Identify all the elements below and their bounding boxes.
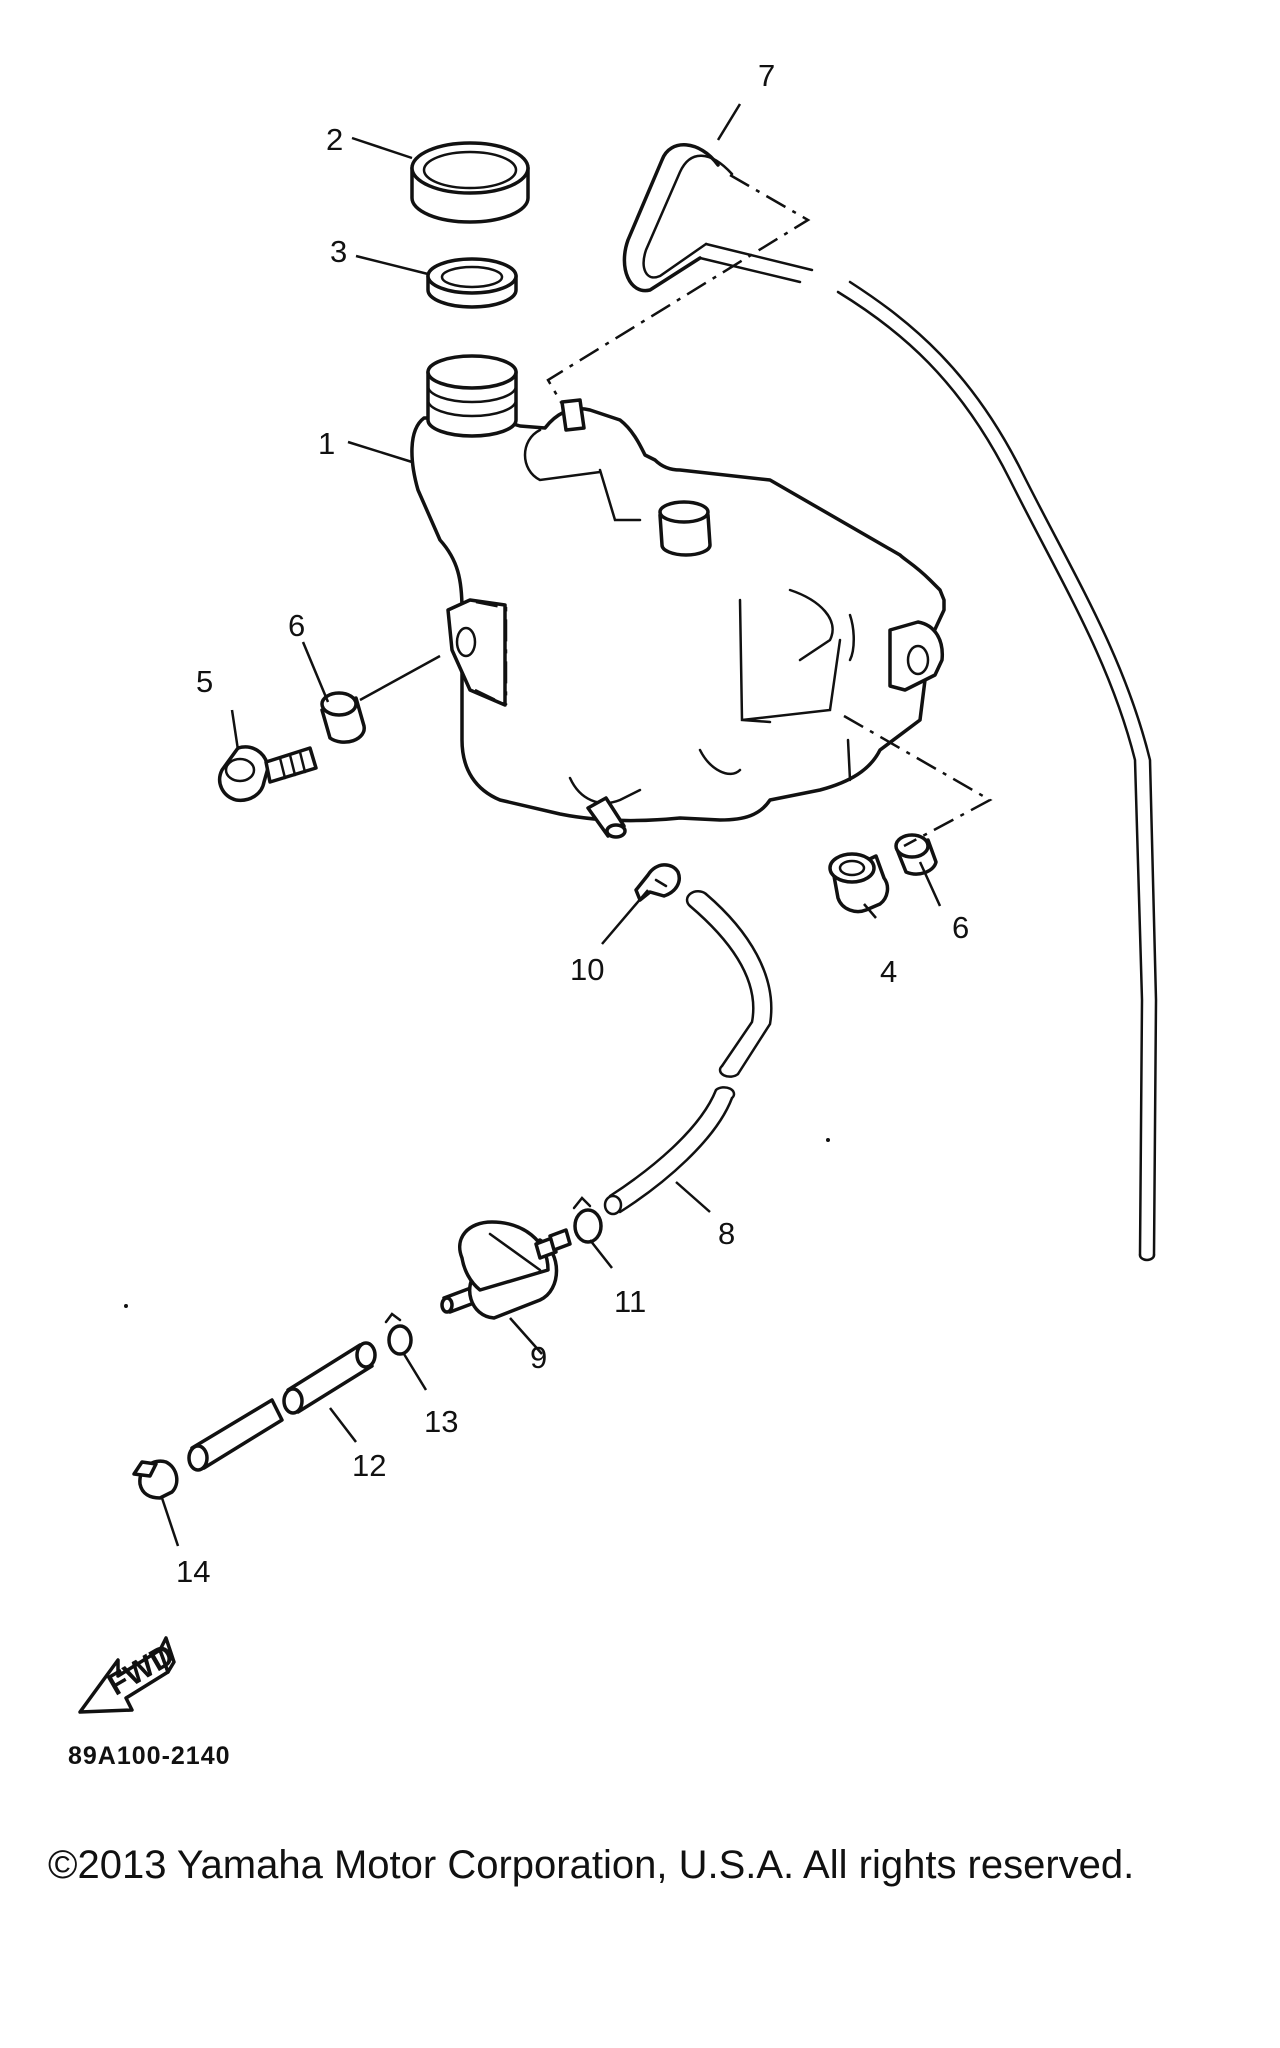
assembly-lines — [546, 173, 993, 848]
callout-9: 9 — [530, 1340, 547, 1375]
part-oil-filter — [440, 1220, 572, 1320]
callout-4: 4 — [880, 954, 897, 989]
callout-11: 11 — [614, 1284, 646, 1319]
part-cap — [410, 141, 530, 224]
part-grommet-right — [894, 833, 938, 876]
callout-14: 14 — [176, 1554, 210, 1589]
diagram-reference: 89A100-2140 — [68, 1742, 231, 1770]
part-collar — [828, 852, 890, 914]
part-clip-11 — [572, 1196, 603, 1244]
part-oil-tank — [410, 354, 946, 839]
callout-2: 2 — [326, 122, 343, 157]
part-breather-hose — [622, 143, 1158, 1262]
callout-3: 3 — [330, 234, 347, 269]
callout-numbers: 1 2 3 4 5 6 6 7 8 9 10 11 12 13 14 — [176, 58, 969, 1589]
part-clip-13 — [384, 1312, 413, 1356]
callout-13: 13 — [424, 1404, 458, 1439]
part-clamp-14 — [132, 1459, 179, 1500]
part-seal-ring — [426, 257, 518, 309]
part-hose-12 — [187, 1341, 377, 1472]
callout-8: 8 — [718, 1216, 735, 1251]
part-bolt — [217, 745, 318, 803]
speck — [124, 1304, 128, 1308]
callout-12: 12 — [352, 1448, 386, 1483]
callout-10: 10 — [570, 952, 604, 987]
callout-6-right: 6 — [952, 910, 969, 945]
copyright-notice: ©2013 Yamaha Motor Corporation, U.S.A. A… — [48, 1843, 1135, 1887]
callout-5: 5 — [196, 664, 213, 699]
fwd-arrow: FWD — [78, 1636, 180, 1714]
part-grommet-left — [320, 691, 366, 744]
part-oil-hose — [603, 890, 773, 1216]
callout-7: 7 — [758, 58, 775, 93]
speck — [826, 1138, 830, 1142]
callout-6-left: 6 — [288, 608, 305, 643]
callout-1: 1 — [318, 426, 335, 461]
leader-lines — [160, 103, 942, 1547]
